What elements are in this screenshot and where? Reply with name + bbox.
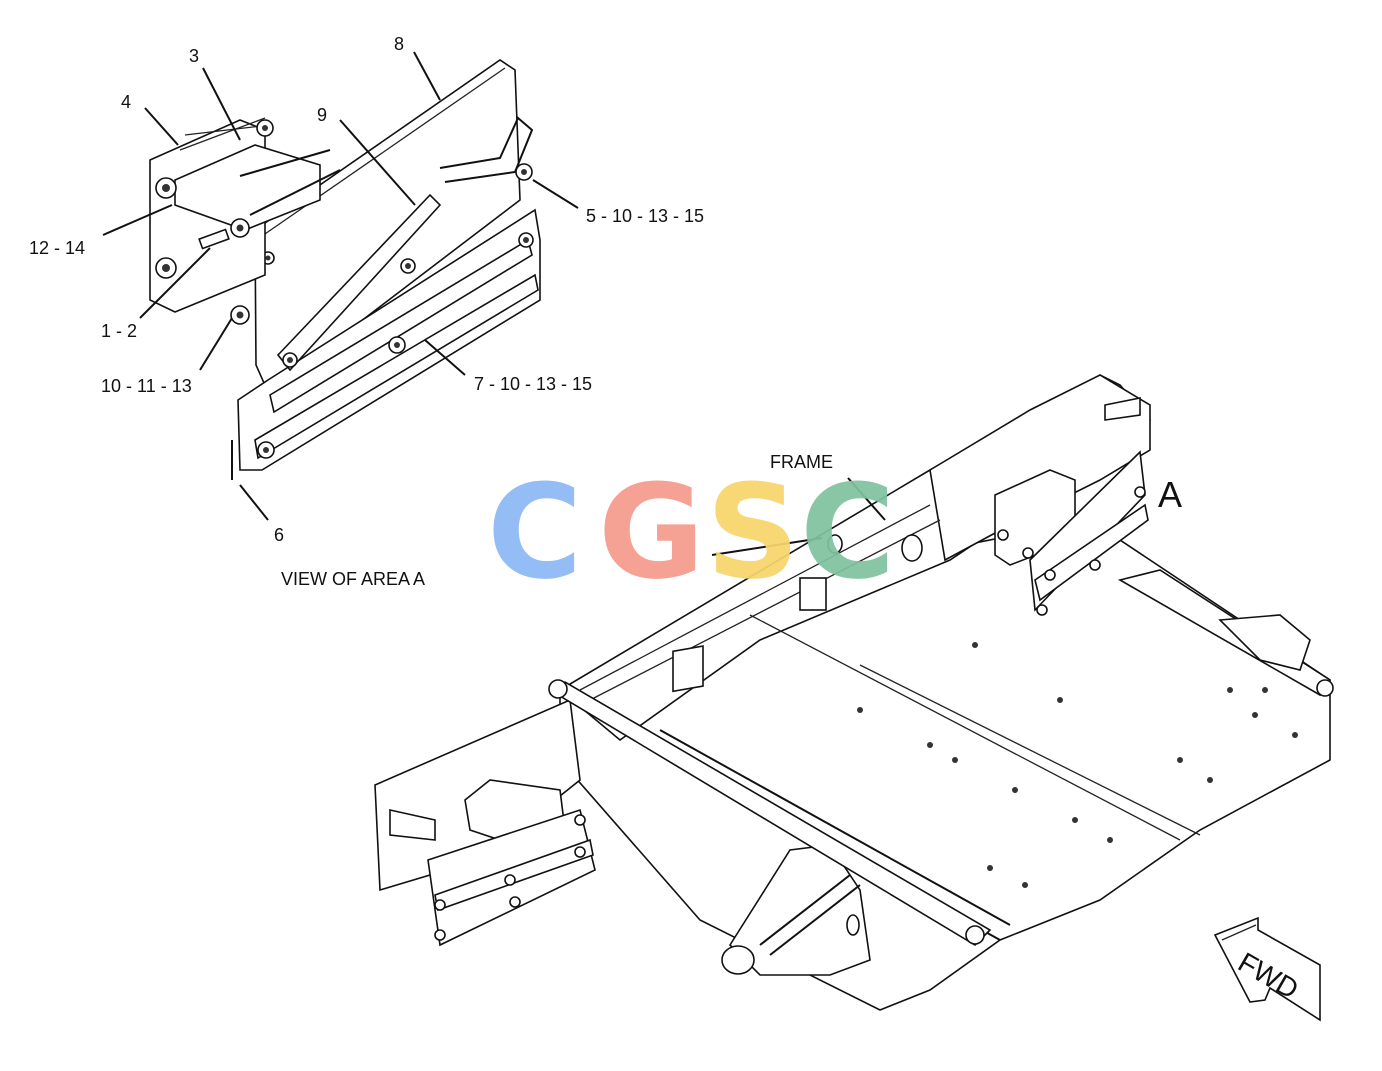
callout-3: 3 [189,46,199,66]
machine-frame: FRAME A [374,374,1334,1011]
area-marker: A [1158,474,1182,515]
watermark-letter-c1: C [487,456,582,608]
callout-6: 6 [274,525,284,545]
callout-10-11-13: 10 - 11 - 13 [101,376,192,396]
watermark-letter-s: S [706,456,800,608]
watermark-letter-g: G [598,456,705,608]
callout-7-10-13-15: 7 - 10 - 13 - 15 [474,374,592,394]
watermark-letter-c2: C [800,456,895,608]
right-mount-assembly [994,450,1149,616]
detail-view-area-a: 3 4 8 9 12 - 14 1 - 2 10 - 11 - 13 5 - 1… [29,34,704,589]
callout-5-10-13-15: 5 - 10 - 13 - 15 [586,206,704,226]
callout-4: 4 [121,92,131,112]
callout-8: 8 [394,34,404,54]
cgsc-watermark-logo: C G S C [487,456,895,608]
frame-label: FRAME [770,452,833,472]
view-caption: VIEW OF AREA A [281,569,425,589]
callout-1-2: 1 - 2 [101,321,137,341]
left-mount-assembly [427,779,596,947]
callout-12-14: 12 - 14 [29,238,85,258]
callout-9: 9 [317,105,327,125]
fwd-arrow: FWD [1213,916,1321,1022]
